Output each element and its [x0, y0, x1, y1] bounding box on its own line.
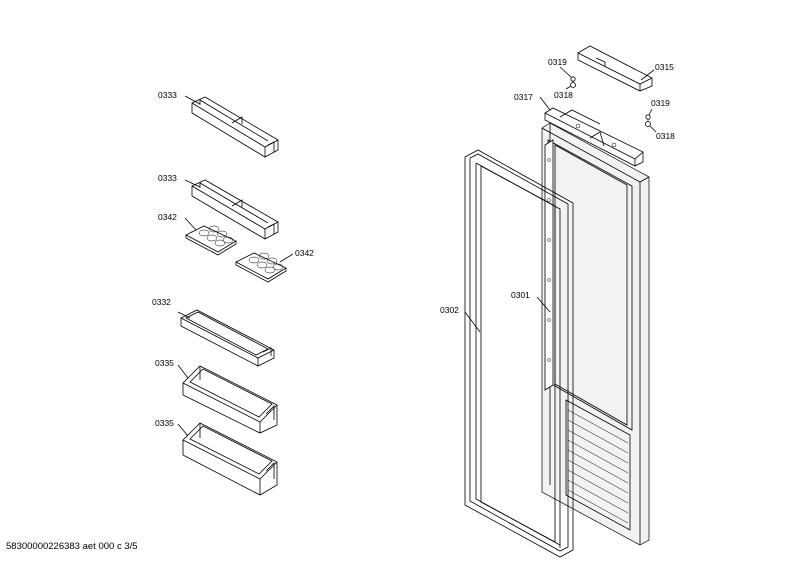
label-0332: 0332 [152, 297, 171, 307]
label-0342-right: 0342 [295, 248, 314, 258]
bottle-shelf-0332 [180, 309, 275, 367]
leader-0319-upper [559, 66, 572, 78]
hinge-bracket-0317 [544, 107, 644, 167]
door-panel-0301 [541, 122, 650, 546]
label-0335-upper: 0335 [155, 358, 174, 368]
leader-0342-left [184, 217, 197, 231]
leader-0301 [536, 296, 551, 313]
label-0301: 0301 [511, 290, 530, 300]
leader-0315 [640, 69, 655, 81]
leader-0333-top [184, 95, 201, 105]
door-bin-0335-lower [182, 422, 278, 496]
door-bin-0335-upper [182, 365, 278, 434]
label-0319-right: 0319 [651, 98, 670, 108]
label-0333-second: 0333 [158, 173, 177, 183]
leader-0335-lower [177, 423, 189, 437]
screw-0319-right [645, 114, 651, 127]
leader-0319-right [648, 108, 653, 116]
egg-tray-0342-left [185, 225, 237, 256]
label-0302: 0302 [440, 305, 459, 315]
leader-0335-upper [177, 364, 189, 379]
door-gasket-0302 [464, 149, 574, 558]
label-0318-right: 0318 [656, 131, 675, 141]
document-id-footer: 58300000226383 aet 000 c 3/5 [6, 541, 138, 552]
leader-0333-second [184, 179, 201, 188]
label-0318-upper: 0318 [554, 90, 573, 100]
egg-tray-0342-right [235, 252, 287, 283]
label-0333-top: 0333 [158, 90, 177, 100]
label-0317: 0317 [514, 92, 533, 102]
leader-0317 [539, 96, 551, 111]
leader-0318-right [649, 125, 657, 133]
label-0315: 0315 [655, 62, 674, 72]
leader-0332 [177, 311, 191, 319]
screw-0319-upper [570, 76, 576, 88]
label-0335-lower: 0335 [155, 418, 174, 428]
top-cover-0315 [577, 45, 653, 92]
leader-0342-right [279, 253, 294, 263]
door-shelf-0333-second [191, 179, 279, 240]
leader-0302 [464, 311, 481, 333]
leader-0318-upper [565, 85, 572, 90]
label-0319-upper: 0319 [548, 57, 567, 67]
label-0342-left: 0342 [158, 212, 177, 222]
door-shelf-0333-top [191, 96, 279, 158]
